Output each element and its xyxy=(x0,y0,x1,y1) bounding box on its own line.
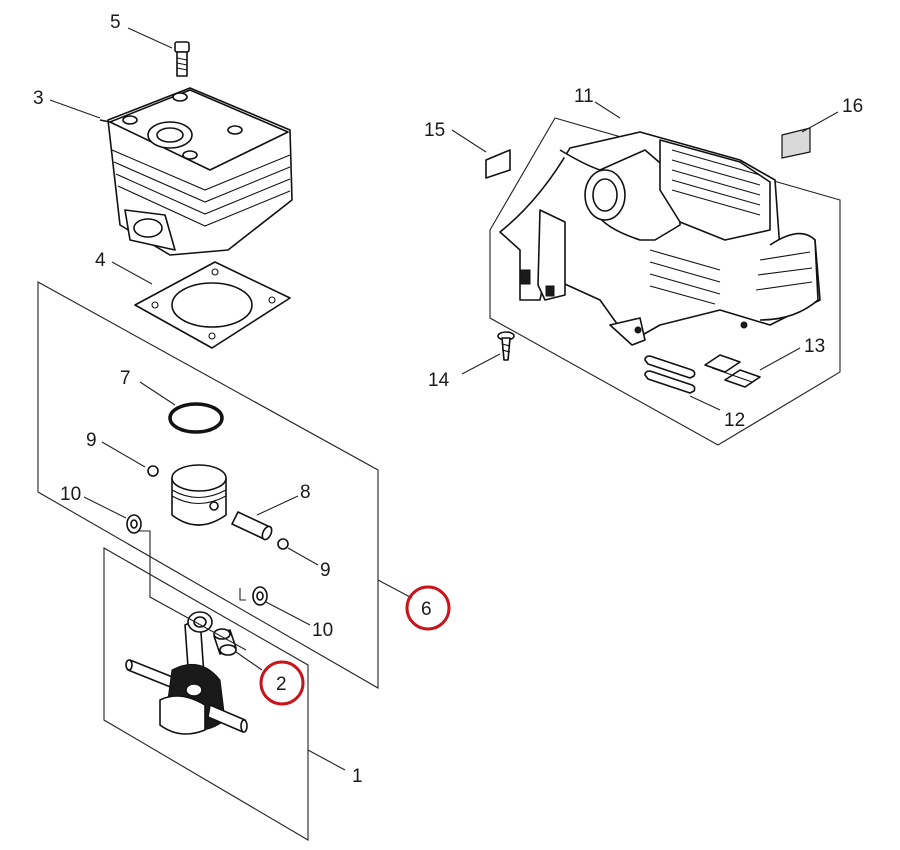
leader-15 xyxy=(451,129,487,153)
leader-13 xyxy=(759,347,801,371)
leader-2 xyxy=(235,651,263,671)
callout-15: 15 xyxy=(424,120,445,141)
cushion-pads xyxy=(644,355,696,394)
cylinder-gasket xyxy=(134,261,291,349)
callout-13: 13 xyxy=(804,336,825,357)
callout-6: 6 xyxy=(421,599,432,620)
engine-shroud xyxy=(499,131,821,346)
cylinder xyxy=(99,87,293,256)
cylinder-bolt xyxy=(174,41,190,77)
callout-16: 16 xyxy=(842,96,863,117)
thrust-washer-left xyxy=(126,514,142,534)
callout-1: 1 xyxy=(352,766,363,787)
leader-10b-extension xyxy=(239,588,246,601)
frame-shroud-11 xyxy=(489,117,841,446)
piston-pin xyxy=(231,511,273,541)
leader-10a-extension xyxy=(139,530,247,651)
callout-11: 11 xyxy=(574,86,594,107)
piston-ring xyxy=(168,402,224,434)
callout-10-upper: 10 xyxy=(60,484,81,505)
leader-8 xyxy=(256,495,299,516)
shroud-screw xyxy=(497,331,515,361)
callout-9-upper: 9 xyxy=(86,430,97,451)
leader-1 xyxy=(307,749,346,771)
leader-11 xyxy=(594,101,621,119)
leader-12 xyxy=(689,395,721,411)
callout-9-lower: 9 xyxy=(320,560,331,581)
callout-3: 3 xyxy=(33,88,44,109)
frame-piston-kit-6 xyxy=(37,281,379,689)
leader-9b xyxy=(287,547,319,566)
leader-16 xyxy=(801,111,839,133)
circlip-lower xyxy=(277,538,289,550)
circlip-upper xyxy=(147,465,159,477)
frame-crankshaft-1 xyxy=(103,547,309,841)
decal-15 xyxy=(485,149,511,179)
piston xyxy=(171,464,227,526)
leader-6 xyxy=(377,579,413,599)
leader-7 xyxy=(139,381,176,406)
callout-7: 7 xyxy=(120,368,131,389)
callout-2: 2 xyxy=(276,674,287,695)
callout-10-lower: 10 xyxy=(312,620,333,641)
leader-10b xyxy=(265,601,311,626)
callout-12: 12 xyxy=(724,410,745,431)
leader-14 xyxy=(461,353,501,375)
callout-4: 4 xyxy=(95,250,106,271)
leader-10a xyxy=(83,496,127,519)
leader-3 xyxy=(49,99,101,119)
highlight-ring-2 xyxy=(259,660,305,706)
thrust-washer-right xyxy=(252,586,268,606)
decal-16 xyxy=(781,127,811,159)
crankshaft xyxy=(125,611,248,735)
needle-bearing xyxy=(213,628,237,656)
callout-8: 8 xyxy=(300,482,311,503)
clip-plates xyxy=(704,354,761,388)
highlight-ring-6 xyxy=(405,585,451,631)
callout-5: 5 xyxy=(110,12,121,33)
leader-5 xyxy=(127,27,173,49)
leader-4 xyxy=(111,261,153,285)
callout-14: 14 xyxy=(428,370,450,391)
leader-9a xyxy=(101,441,146,468)
